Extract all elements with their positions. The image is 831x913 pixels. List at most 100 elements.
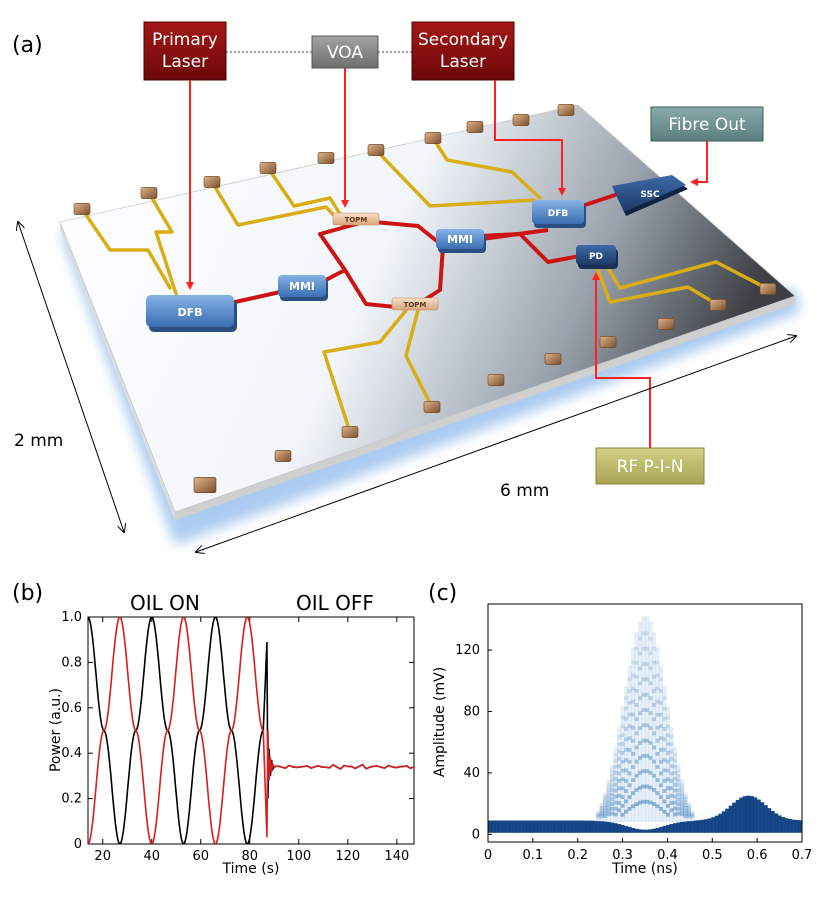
heatmap-trace-cell: [676, 778, 681, 783]
heatmap-trace-cell: [641, 769, 646, 774]
heatmap-trace-cell: [624, 727, 629, 731]
heatmap-baseline-cell: [756, 799, 761, 833]
chart-c-xtick-label: 0.4: [657, 848, 678, 863]
heatmap-baseline-cell: [718, 813, 723, 833]
chart-b-ytick-label: 0: [74, 837, 82, 852]
heatmap-trace-cell: [606, 786, 611, 791]
heatmap-trace-cell: [669, 793, 674, 798]
heatmap-trace-cell: [669, 734, 674, 739]
chart-b-xtick-label: 140: [384, 849, 409, 864]
heatmap-baseline-cell: [512, 820, 517, 833]
heatmap-trace-cell: [624, 758, 629, 762]
panel-a: (a): [12, 21, 800, 552]
heatmap-baseline-cell: [571, 820, 576, 833]
heatmap-trace-cell: [627, 665, 632, 670]
heatmap-trace-cell: [648, 666, 653, 671]
heatmap-trace-cell: [648, 621, 653, 626]
heatmap-trace-cell: [672, 758, 677, 763]
heatmap-trace-cell: [658, 712, 664, 717]
heatmap-envelope-cell: [624, 689, 629, 823]
heatmap-trace-cell: [631, 738, 636, 743]
heatmap-trace-cell: [645, 738, 650, 743]
heatmap-trace-cell: [620, 786, 625, 791]
heatmap-baseline-cell: [582, 820, 587, 833]
heatmap-baseline-cell: [770, 810, 775, 833]
heatmap-baseline-cell: [725, 808, 730, 833]
heatmap-trace-cell: [603, 792, 608, 797]
heatmap-baseline-cell: [760, 802, 765, 833]
heatmap-trace-cell: [648, 651, 653, 656]
heatmap-trace-cell: [634, 745, 639, 750]
heatmap-baseline-cell: [645, 829, 650, 833]
heatmap-trace-cell: [631, 673, 636, 678]
heatmap-baseline-cell: [498, 820, 503, 833]
heatmap-envelope-cell: [645, 620, 650, 823]
heatmap-baseline-cell: [533, 820, 538, 833]
heatmap-trace-cell: [624, 706, 629, 711]
heatmap-trace-cell: [617, 756, 622, 761]
heatmap-baseline-cell: [686, 821, 691, 833]
heatmap-envelope-cell: [655, 651, 660, 823]
chart-c-ytick-label: 120: [455, 643, 480, 658]
chart-b-xlabel: Time (s): [222, 861, 280, 877]
heatmap-baseline-cell: [505, 820, 510, 833]
heatmap-trace-cell: [624, 789, 629, 793]
chart-b-ylabel: Power (a.u.): [48, 688, 64, 772]
heatmap-trace-cell: [651, 632, 657, 637]
heatmap-trace-cell: [610, 788, 615, 792]
heatmap-trace-cell: [627, 712, 632, 717]
heatmap-trace-cell: [690, 813, 695, 818]
secondary-laser-line1: Secondary: [418, 30, 508, 50]
heatmap-trace-cell: [662, 727, 667, 731]
heatmap-trace-cell: [596, 814, 601, 819]
heatmap-trace-cell: [620, 733, 625, 738]
heatmap-trace-cell: [617, 801, 622, 805]
component-dfb-right: DFB: [532, 200, 586, 228]
heatmap-baseline-cell: [683, 821, 688, 833]
contact-pad: [759, 283, 777, 295]
heatmap-trace-cell: [617, 734, 622, 739]
heatmap-trace-cell: [631, 712, 636, 717]
contact-pad: [557, 104, 575, 116]
heatmap-baseline-cell: [585, 820, 590, 833]
chart-c-xlabel: Time (ns): [611, 861, 678, 877]
heatmap-trace-cell: [641, 738, 646, 743]
heatmap-trace-cell: [679, 805, 684, 809]
topm-bottom-label: TOPM: [404, 301, 427, 309]
heatmap-baseline-cell: [658, 827, 664, 833]
contact-pad: [203, 176, 221, 188]
heatmap-trace-cell: [596, 810, 601, 815]
chart-c-xtick-label: 0.7: [792, 848, 813, 863]
heatmap-trace-cell: [672, 782, 677, 787]
heatmap-baseline-cell: [777, 815, 782, 833]
heatmap-trace-cell: [638, 741, 643, 745]
chart-c-xtick-label: 0.5: [702, 848, 723, 863]
voa-label: VOA: [327, 43, 363, 63]
heatmap-trace-cell: [624, 768, 629, 773]
heatmap-trace-cell: [658, 724, 664, 729]
primary-laser-line1: Primary: [152, 30, 218, 50]
heatmap-trace-cell: [658, 795, 664, 799]
heatmap-trace-cell: [665, 812, 671, 817]
heatmap-trace-cell: [603, 808, 608, 813]
heatmap-trace-cell: [658, 759, 664, 764]
heatmap-envelope-cell: [634, 636, 639, 823]
heatmap-baseline-cell: [508, 820, 514, 833]
heatmap-trace-cell: [641, 662, 646, 666]
heatmap-trace-cell: [648, 726, 653, 730]
heatmap-trace-cell: [617, 764, 622, 769]
heatmap-trace-cell: [620, 759, 625, 764]
heatmap-trace-cell: [638, 681, 643, 686]
heatmap-trace-cell: [665, 733, 671, 738]
contact-pad: [424, 132, 442, 144]
heatmap-trace-cell: [665, 715, 671, 720]
heatmap-trace-cell: [665, 759, 671, 764]
heatmap-trace-cell: [683, 808, 688, 813]
contact-pad: [367, 144, 385, 156]
heatmap-trace-cell: [641, 677, 646, 682]
heatmap-trace-cell: [634, 632, 639, 637]
box-fibre-out: Fibre Out: [650, 106, 764, 142]
heatmap-trace-cell: [658, 700, 664, 705]
heatmap-trace-cell: [669, 801, 674, 805]
